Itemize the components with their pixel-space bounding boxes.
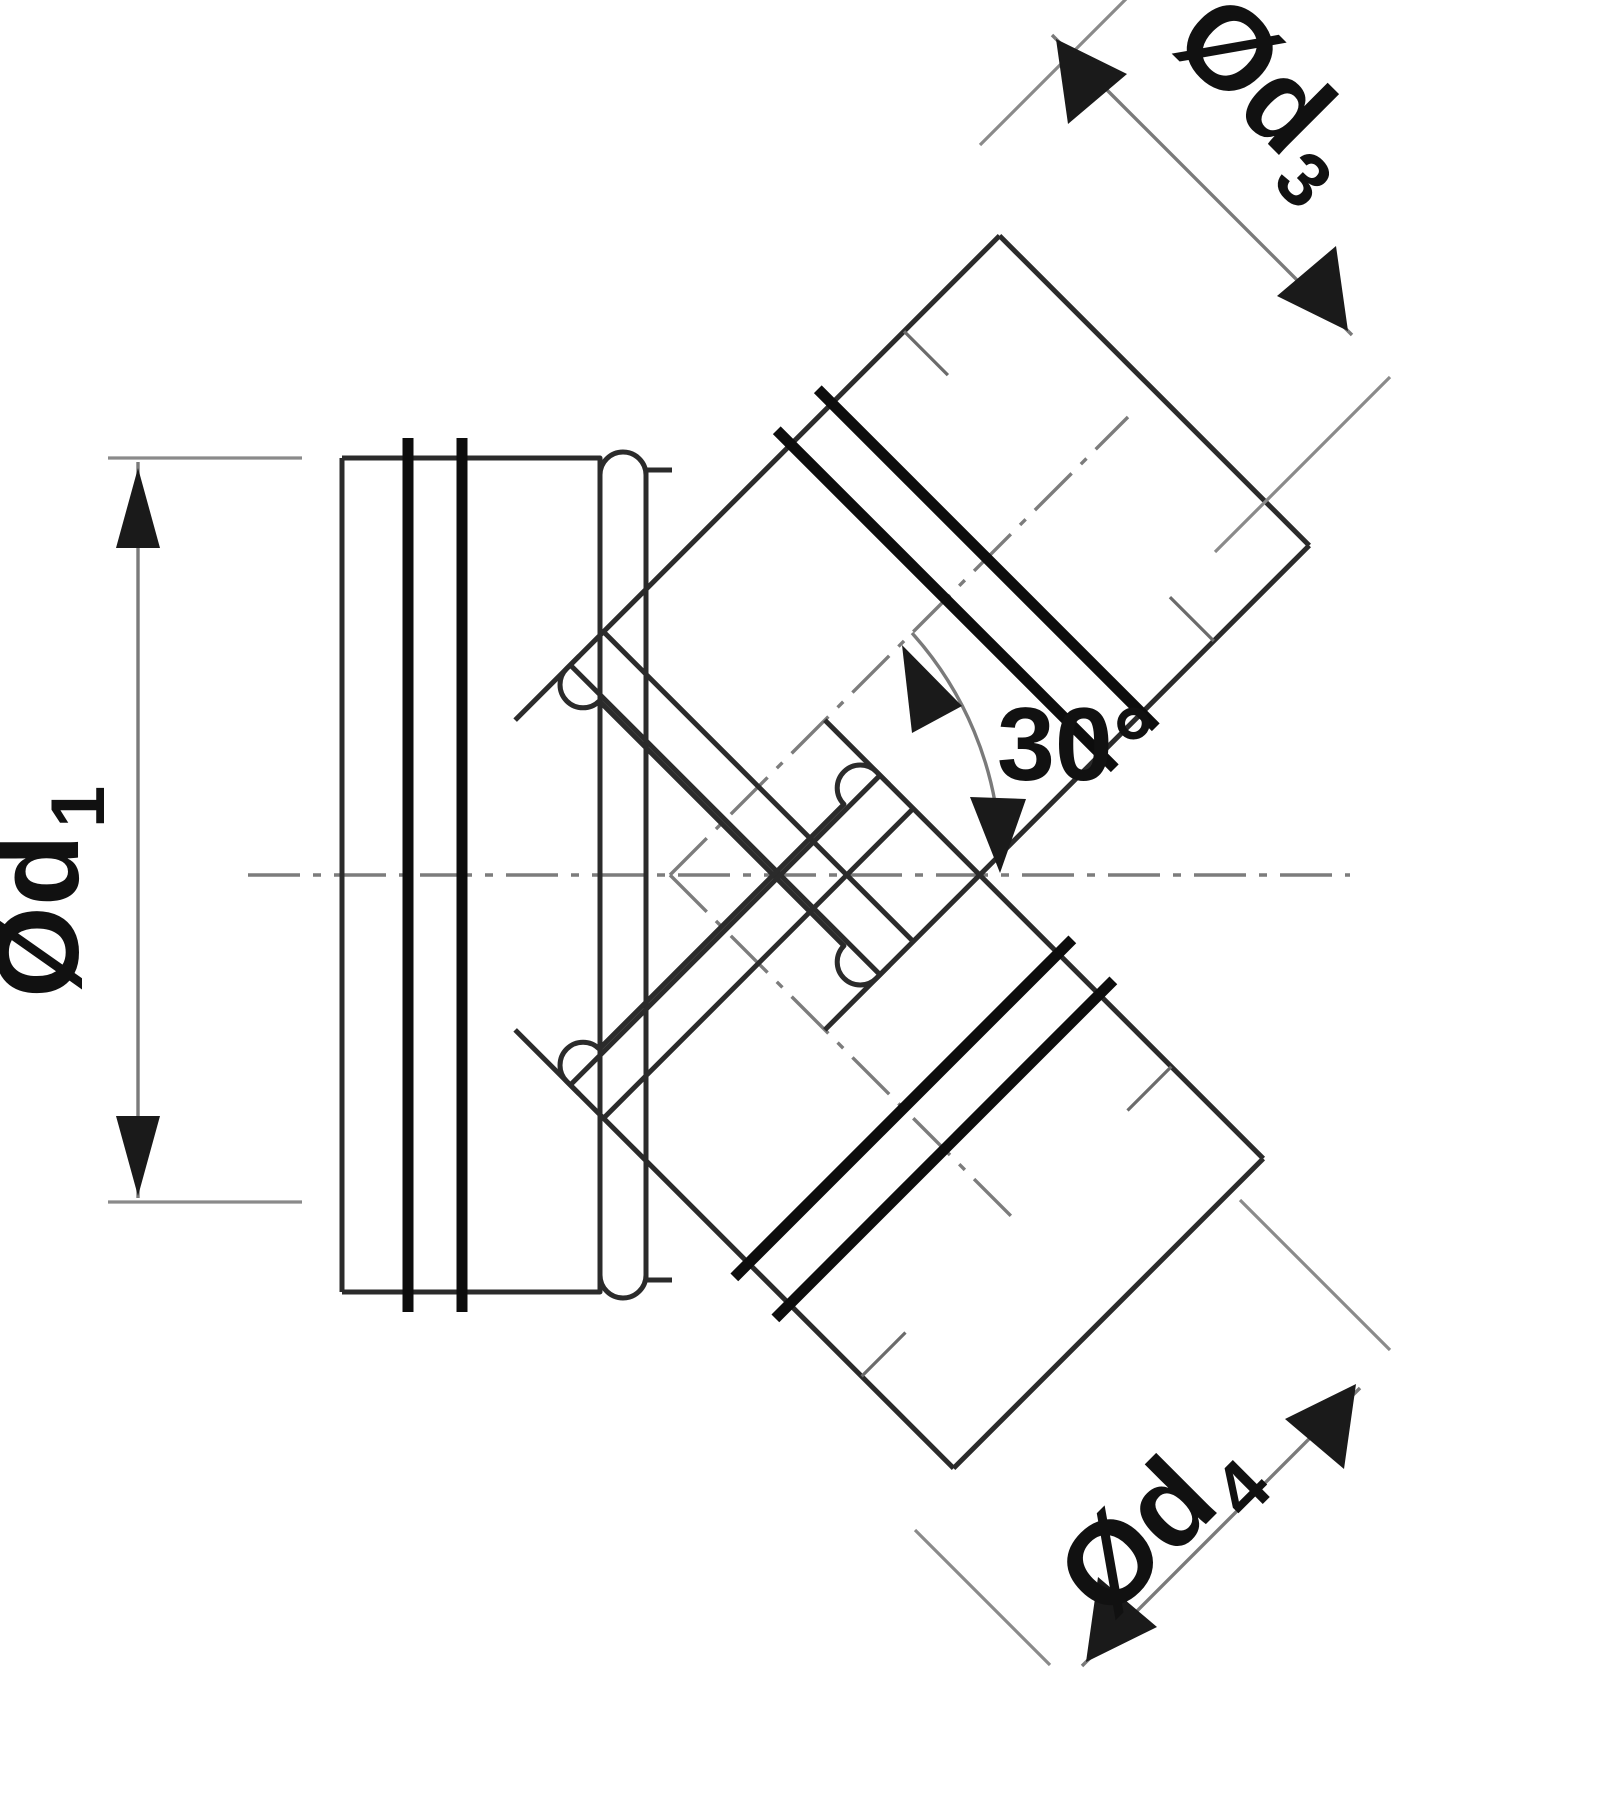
upper-branch-groove-1: [772, 426, 1119, 773]
upper-branch-bead: [557, 654, 891, 988]
dimension-d1-label: Ød: [0, 834, 104, 998]
dimension-d3-extension-far: [1213, 375, 1392, 554]
lower-branch-groove-1: [730, 935, 1077, 1282]
angle-dimension-arrow-lower: [970, 797, 1026, 873]
upper-branch-end-face: [997, 234, 1311, 548]
lower-branch-bead-inner-far: [601, 806, 916, 1121]
angle-dimension-arrow-upper: [902, 645, 962, 733]
centerlines-group: [248, 415, 1350, 1227]
centerline-lower-branch: [668, 873, 1022, 1227]
lower-branch-tick-top: [1126, 1065, 1173, 1112]
dimension-d1: Ød 1: [0, 456, 302, 1204]
dimension-d4-extension-near: [913, 1528, 1052, 1667]
main-socket-body: [339, 455, 600, 1295]
hub-blend-lines: [646, 467, 672, 1283]
dimension-d1-label-group: Ød 1: [0, 786, 121, 998]
lower-branch-tick-bottom: [860, 1331, 907, 1378]
upper-branch-bead-inner-near: [568, 663, 882, 977]
lower-branch: [513, 718, 1266, 1471]
angle-dimension-30: 30°: [902, 631, 1154, 873]
dimension-d4-extension-far: [1238, 1198, 1392, 1352]
dimension-d1-arrow-bottom: [116, 1116, 160, 1196]
upper-branch-tick-top: [902, 330, 950, 377]
angle-dimension-label: 30°: [997, 687, 1154, 803]
lower-branch-groove-2: [771, 976, 1118, 1323]
dimension-d3-extension-near: [978, 0, 1128, 147]
dimension-d4-label-group: Ød 4: [1032, 1433, 1287, 1642]
dimension-d3-label-group: Ød 3: [1150, 0, 1359, 225]
dimension-d3-arrow-far: [1277, 246, 1348, 331]
upper-branch-wall-bottom: [823, 543, 1311, 1032]
dimension-d1-label-subscript: 1: [36, 786, 121, 828]
centerline-upper-branch: [668, 415, 1130, 877]
dimension-d1-arrow-top: [116, 468, 160, 548]
upper-branch-tick-bottom: [1168, 595, 1215, 643]
main-socket-left: [339, 438, 649, 1312]
lower-branch-wall-top: [823, 718, 1266, 1161]
lower-branch-bead-inner-near: [568, 773, 882, 1087]
lower-branch-bead: [557, 762, 891, 1096]
dimension-d4-arrow-far: [1285, 1384, 1356, 1469]
lower-branch-end-face: [951, 1156, 1266, 1471]
upper-branch-bead-inner-far: [601, 629, 916, 944]
upper-branch-groove-2: [813, 385, 1160, 732]
dimension-d3-arrow-near: [1056, 39, 1127, 124]
upper-branch-wall-top: [513, 234, 1002, 722]
dimension-d4-arrow-near: [1086, 1577, 1157, 1662]
upper-branch: [513, 234, 1311, 1032]
lower-branch-wall-bottom: [513, 1028, 956, 1471]
